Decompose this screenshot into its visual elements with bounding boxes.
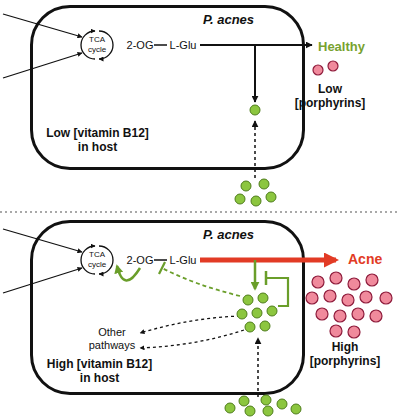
vitamin-b12-molecule [267, 306, 277, 316]
porphyrin-molecule [328, 61, 338, 71]
annotation-label: High [vitamin B12] in host [42, 357, 157, 385]
porphyrin-molecule [366, 274, 378, 286]
feedback-inhibition [266, 278, 288, 306]
metabolite-node: L-Glu [167, 252, 199, 268]
vitamin-b12-molecule [245, 322, 255, 332]
porphyrin-molecule [352, 308, 364, 320]
vitamin-b12-molecule [235, 194, 245, 204]
vitamin-b12-molecule [259, 179, 269, 189]
porphyrin-molecule [330, 325, 342, 337]
vitamin-b12-molecule [252, 308, 262, 318]
flux-arrow [200, 44, 312, 46]
vitamin-b12-molecule [260, 321, 270, 331]
vitamin-b12-molecule [263, 406, 273, 416]
porphyrin-molecule [312, 276, 324, 288]
porphyrin-molecule [334, 310, 346, 322]
flux-arrow [254, 45, 256, 102]
vitamin-b12-molecule [251, 196, 261, 206]
vitamin-b12-molecule [277, 399, 287, 409]
vitamin-b12-molecule [261, 395, 271, 405]
metabolite-node: 2-OG [126, 37, 154, 53]
cell-heading: P. acnes [203, 12, 254, 28]
vitamin-b12-molecule [266, 192, 276, 202]
porphyrin-molecule [370, 310, 382, 322]
tca-cycle-node: TCA cycle [77, 25, 117, 65]
metabolite-label: 2-OG [127, 38, 154, 52]
vitamin-b12-molecule [237, 309, 247, 319]
porphyrin-flux-arrow [200, 258, 336, 263]
porphyrin-molecule [348, 278, 360, 290]
connector [154, 44, 167, 46]
vitamin-b12-molecule [225, 403, 235, 413]
porphyrin-cluster [306, 272, 392, 338]
cell-heading: P. acnes [203, 227, 254, 243]
input-arrow [3, 229, 82, 252]
inhibition-bar [265, 271, 268, 285]
annotation-label: Healthy [318, 40, 380, 54]
input-arrow [3, 53, 82, 78]
input-arrow [3, 14, 82, 37]
porphyrin-molecule [342, 294, 354, 306]
vitamin-b12-molecule [243, 295, 253, 305]
connector [154, 259, 167, 261]
porphyrin-molecule [348, 326, 360, 338]
annotation-label: Low [vitamin B12] in host [40, 126, 155, 154]
cell-outline: P. acnesTCA cycle 2-OG L-Glu [30, 5, 305, 170]
vitamin-b12-molecule [258, 293, 268, 303]
annotation-label: High [porphyrins] [305, 340, 385, 368]
input-arrow [3, 268, 82, 293]
porphyrin-molecule [316, 308, 328, 320]
metabolite-label: L-Glu [170, 253, 197, 267]
vitamin-b12-molecule [250, 105, 260, 115]
metabolite-node: L-Glu [167, 37, 199, 53]
pathway-arrow [140, 330, 244, 348]
cycle-label: TCA cycle [84, 35, 110, 55]
metabolite-node: 2-OG [126, 252, 154, 268]
vitamin-b12-molecule [291, 404, 301, 414]
tca-cycle-node: TCA cycle [77, 240, 117, 280]
porphyrin-molecule [313, 65, 323, 75]
metabolite-label: L-Glu [170, 38, 197, 52]
porphyrin-molecule [380, 292, 392, 304]
repression-line [162, 268, 240, 296]
uptake-arrow [257, 338, 259, 397]
inhibition-bar [159, 262, 165, 274]
pathway-arrow [140, 316, 240, 333]
panel-separator [0, 211, 400, 212]
vitamin-b12-molecule [241, 181, 251, 191]
b12-flux-arrow [254, 260, 257, 289]
annotation-label: Low [porphyrins] [290, 82, 370, 110]
porphyrin-molecule [330, 272, 342, 284]
porphyrin-molecule [306, 292, 318, 304]
metabolite-label: 2-OG [127, 253, 154, 267]
connector [117, 266, 140, 281]
vitamin-b12-molecule [239, 396, 249, 406]
porphyrin-molecule [324, 290, 336, 302]
annotation-label: Acne [348, 252, 396, 266]
annotation-label: Other pathways [84, 326, 140, 352]
vitamin-b12-molecule [245, 406, 255, 416]
cycle-label: TCA cycle [84, 250, 110, 270]
porphyrin-molecule [360, 291, 372, 303]
